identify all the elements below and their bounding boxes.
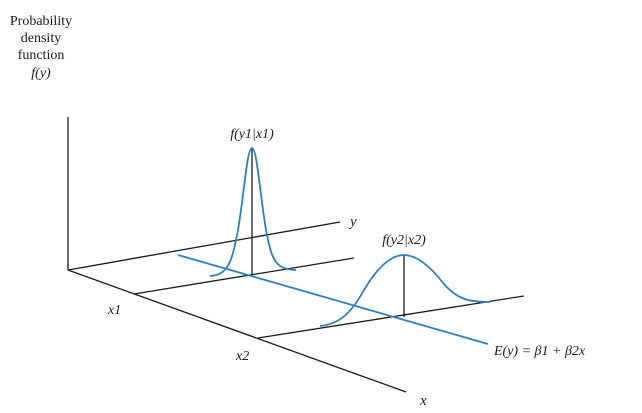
y-axis — [67, 221, 341, 271]
regression-line — [177, 254, 489, 345]
curve1-label: f(y1|x1) — [230, 127, 274, 142]
axis-label-line3: function — [18, 48, 65, 63]
x-label: x — [419, 393, 427, 409]
curve2-label: f(y2|x2) — [382, 233, 426, 248]
axis-label-line4: f(y) — [31, 66, 51, 81]
x-axis — [67, 269, 407, 393]
x2-label: x2 — [235, 349, 249, 364]
density-curve-2 — [319, 254, 491, 327]
x1-gridline — [133, 257, 355, 295]
regression-label: E(y) = β1 + β2x — [493, 344, 586, 359]
density-curve-1 — [209, 147, 297, 277]
y-label: y — [348, 214, 357, 230]
axis-label-line1: Probability — [10, 14, 72, 29]
x1-label: x1 — [107, 303, 121, 318]
axis-label-line2: density — [21, 31, 61, 46]
